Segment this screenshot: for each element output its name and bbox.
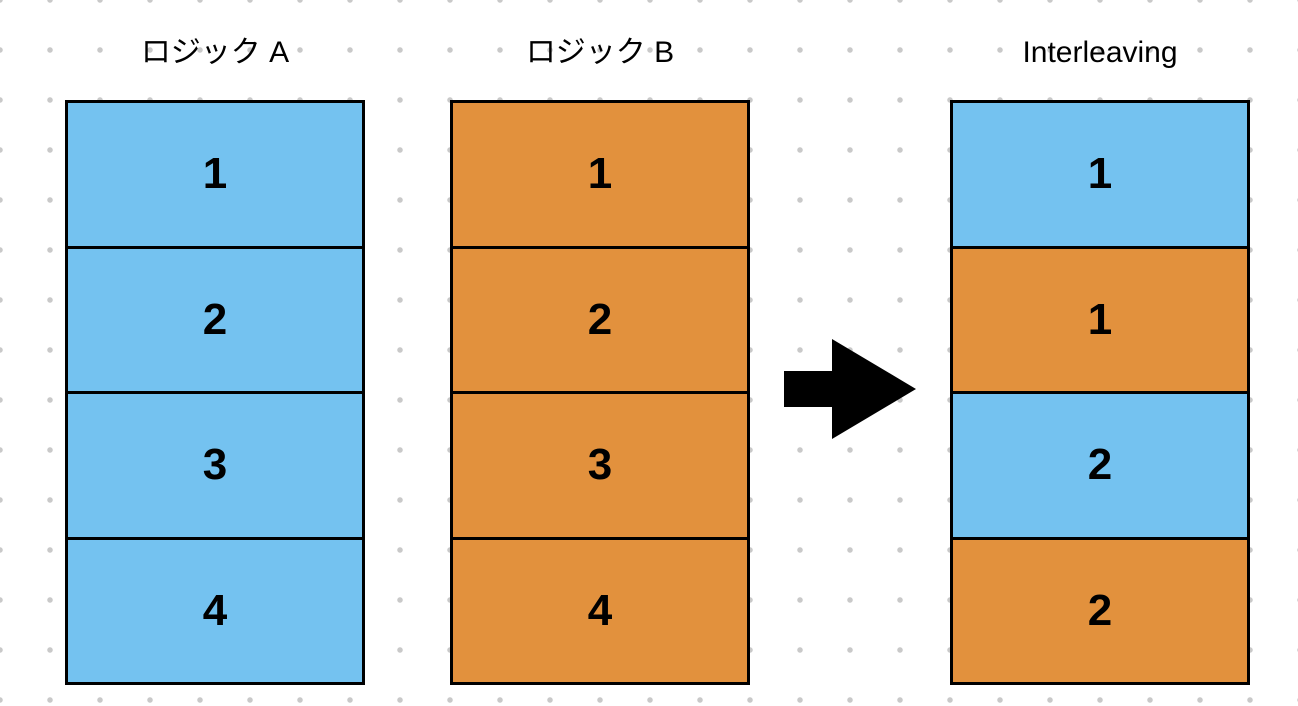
- logic-b-cell-4: 4: [453, 539, 747, 682]
- column-logic-b-stack: 1 2 3 4: [450, 100, 750, 685]
- logic-a-cell-3-label: 3: [202, 440, 228, 490]
- logic-b-cell-4-label: 4: [587, 585, 613, 635]
- logic-a-cell-1-label: 1: [202, 149, 228, 199]
- logic-b-cell-3: 3: [453, 394, 747, 540]
- column-interleaving-title: Interleaving: [1022, 36, 1178, 69]
- interleaving-cell-3: 2: [953, 394, 1247, 540]
- logic-a-cell-4: 4: [68, 539, 362, 682]
- logic-a-cell-3: 3: [68, 394, 362, 540]
- logic-b-cell-1: 1: [453, 103, 747, 249]
- logic-b-cell-2-label: 2: [587, 294, 613, 344]
- column-logic-a-title: ロジック A: [140, 36, 290, 69]
- column-logic-a-stack: 1 2 3 4: [65, 100, 365, 685]
- interleaving-cell-4-label: 2: [1087, 585, 1113, 635]
- logic-b-cell-2: 2: [453, 248, 747, 394]
- interleaving-cell-2-label: 1: [1087, 294, 1113, 344]
- interleaving-cell-1: 1: [953, 103, 1247, 249]
- logic-b-cell-3-label: 3: [587, 440, 613, 490]
- logic-a-cell-2: 2: [68, 248, 362, 394]
- column-interleaving-stack: 1 1 2 2: [950, 100, 1250, 685]
- arrow-right-icon: [784, 339, 916, 439]
- interleaving-cell-3-label: 2: [1087, 440, 1113, 490]
- logic-b-cell-1-label: 1: [587, 149, 613, 199]
- logic-a-cell-1: 1: [68, 103, 362, 249]
- column-logic-a: ロジック A 1 2 3 4: [65, 36, 365, 685]
- column-logic-b: ロジック B 1 2 3 4: [450, 36, 750, 685]
- logic-a-cell-2-label: 2: [202, 294, 228, 344]
- logic-a-cell-4-label: 4: [202, 585, 228, 635]
- column-logic-b-title: ロジック B: [525, 36, 675, 69]
- column-interleaving: Interleaving 1 1 2 2: [950, 36, 1250, 685]
- interleaving-cell-2: 1: [953, 248, 1247, 394]
- interleaving-cell-4: 2: [953, 539, 1247, 682]
- interleaving-cell-1-label: 1: [1087, 149, 1113, 199]
